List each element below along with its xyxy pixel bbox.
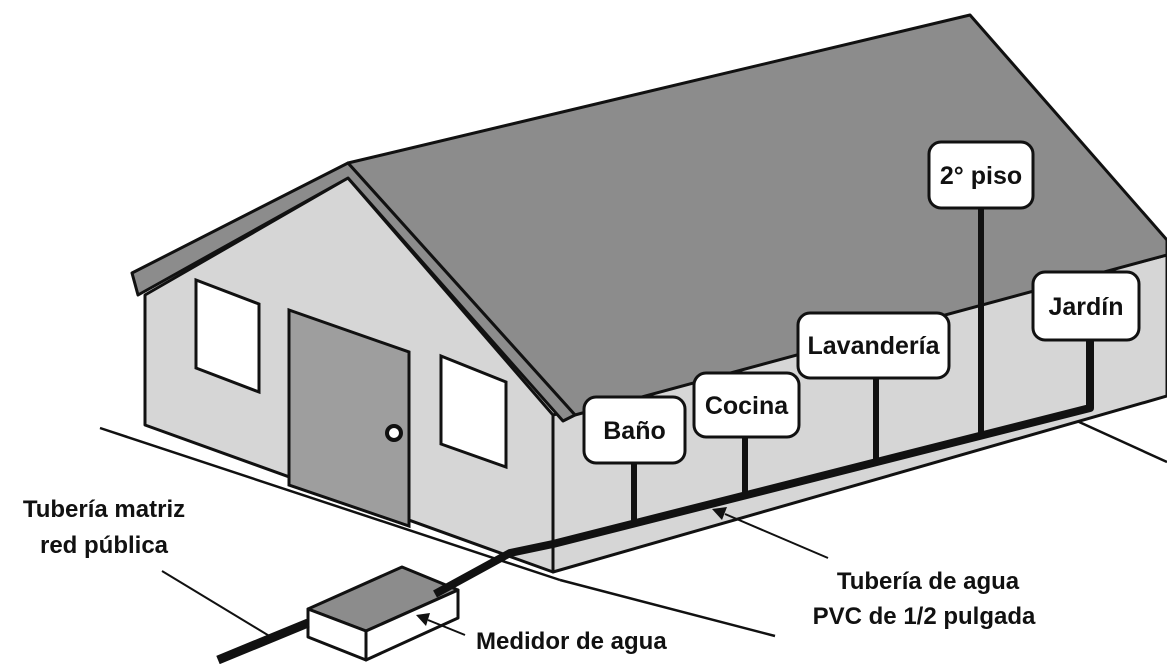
outlet-text-bano: Baño — [603, 417, 666, 445]
water-meter-label: Medidor de agua — [476, 628, 667, 655]
water-meter-box-side — [364, 588, 460, 662]
door — [287, 307, 411, 529]
ground-line-front — [559, 578, 776, 638]
main-pipe-label-line-1: Tubería matriz — [23, 496, 185, 523]
pipe-pointer-arrowhead — [712, 507, 727, 520]
outlet-box-jardin — [1031, 270, 1141, 342]
outlet-box-bano — [582, 395, 687, 465]
outlet-label-bano: Baño — [582, 395, 687, 465]
outlet-text-jardin: Jardín — [1048, 293, 1123, 321]
gable-roof-trim — [130, 161, 577, 423]
meter-pointer-line — [427, 619, 466, 636]
outlet-text-segundo-piso: 2° piso — [940, 162, 1022, 190]
outlet-label-segundo-piso: 2° piso — [927, 140, 1035, 210]
ground-line-left — [99, 426, 561, 582]
outlet-label-lavanderia: Lavandería — [796, 311, 951, 380]
main-pipe-label-line-2: red pública — [40, 532, 169, 559]
outlet-text-lavanderia: Lavandería — [807, 332, 940, 360]
pvc-pipe-label-line-1: Tubería de agua — [837, 568, 1020, 595]
pvc-water-pipe — [552, 340, 1094, 548]
outlet-box-lavanderia — [796, 311, 951, 380]
door-knob — [385, 424, 403, 442]
outlet-box-segundo-piso — [927, 140, 1035, 210]
right-window — [439, 353, 508, 470]
outlet-text-cocina: Cocina — [705, 392, 789, 420]
outlet-label-jardin: Jardín — [1031, 270, 1141, 342]
outlet-box-cocina — [692, 371, 801, 439]
left-window — [194, 277, 261, 395]
meter-pointer-arrowhead — [416, 613, 430, 626]
pvc-pipe-label-line-2: PVC de 1/2 pulgada — [813, 603, 1036, 630]
outlet-label-cocina: Cocina — [692, 371, 801, 439]
supply-pipe-meter-to-house — [433, 540, 554, 598]
public-main-pipe — [216, 618, 310, 664]
main-pipe-pointer-line — [161, 570, 277, 641]
pipe-pointer-line — [724, 513, 829, 559]
